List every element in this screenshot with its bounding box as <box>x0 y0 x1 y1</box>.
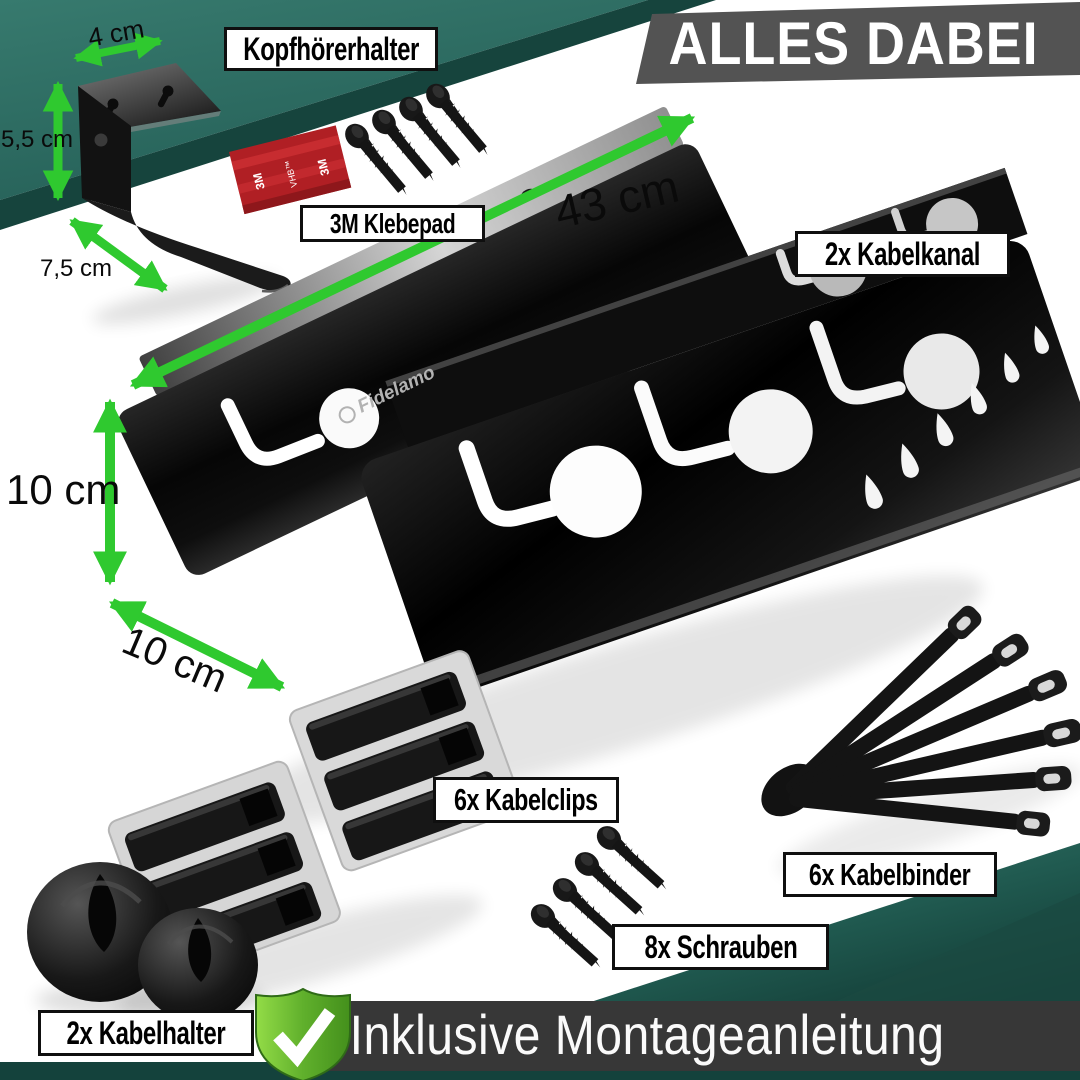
dimension-arrows <box>42 32 696 692</box>
shield-check-icon <box>255 987 351 1080</box>
label-cable-clips: 6x Kabelclips <box>433 777 619 823</box>
j-hook-cutouts <box>458 320 980 538</box>
cable-ties <box>761 602 1080 838</box>
label-cable-channel: 2x Kabelkanal <box>795 231 1010 277</box>
keyhole-slot <box>157 85 174 108</box>
top-banner: ALLES DABEI <box>636 2 1080 84</box>
bottom-teal-strip <box>0 1069 1080 1080</box>
dim-text-10cm-height: 10 cm <box>6 466 121 513</box>
top-banner-text: ALLES DABEI <box>669 9 1039 77</box>
dim-text-7-5cm: 7,5 cm <box>40 255 113 282</box>
mounting-hole <box>94 133 108 147</box>
label-cable-holders: 2x Kabelhalter <box>38 1010 254 1056</box>
dim-text-5-5cm: 5,5 cm <box>1 126 74 153</box>
bottom-banner-text: Inklusive Montageanleitung <box>349 1003 945 1066</box>
label-cable-ties: 6x Kabelbinder <box>783 852 997 897</box>
dim-arrow-10cm-depth <box>108 598 286 692</box>
label-screws: 8x Schrauben <box>612 924 829 970</box>
label-headphone-holder: Kopfhörerhalter <box>224 27 438 71</box>
label-adhesive-pad: 3M Klebepad <box>300 205 485 242</box>
cable-holders <box>27 862 258 1022</box>
dim-arrow-4cm <box>73 32 163 67</box>
bottom-banner: Inklusive Montageanleitung <box>286 1001 1080 1071</box>
guarantee-badge <box>250 986 356 1080</box>
dim-arrow-43cm <box>129 113 696 390</box>
